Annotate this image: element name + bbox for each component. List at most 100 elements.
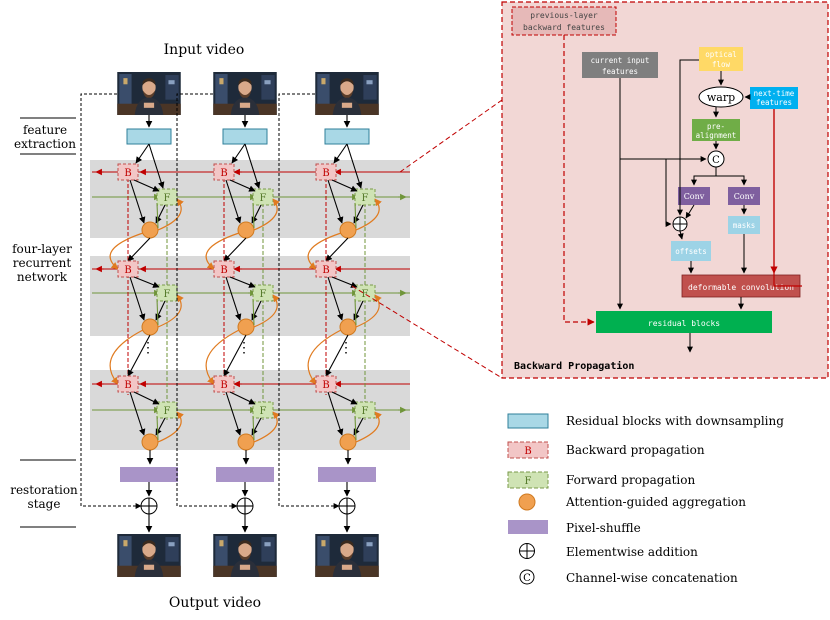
aggregation-forward-curve [253,198,280,231]
forward-block-label: F [164,406,171,417]
backward-block-label: B [322,168,329,179]
backward-to-forward [331,391,358,405]
forward-block [156,188,178,206]
aggregation-to-next-backward [223,237,247,262]
aggregation-forward-curve [157,411,184,443]
backward-block-label: B [322,265,329,276]
optical-flow-text-1: optical [705,50,737,59]
backward-to-forward [133,391,160,405]
backward-block [213,260,235,278]
forward-block-label: F [164,193,171,204]
offsets-text: offsets [675,247,707,256]
attention-aggregation-node [141,221,159,239]
attention-aggregation-node [339,318,357,336]
optical-flow-text-2: flow [712,60,731,69]
aggregation-feedback-curve [205,329,240,385]
legend-attention-swatch [518,493,536,511]
backward-to-aggregation [225,391,242,436]
legend-backward-text: Backward propagation [566,443,705,457]
backward-to-aggregation [327,179,344,224]
input-frame-1 [117,72,181,115]
forward-block-label: F [164,289,171,300]
warp-node [698,86,744,108]
backward-block [315,375,337,393]
skip-connection-3 [278,93,340,509]
backward-block [213,375,235,393]
forward-block [252,284,274,302]
aggregation-forward-curve [355,411,382,443]
backward-block-label: B [124,380,131,391]
legend-elementwise-text: Elementwise addition [566,545,698,559]
aggregation-to-next-backward [223,334,247,377]
offsets-box [671,241,711,261]
feature-to-backward [231,143,246,164]
label-recurrent: recurrent [13,256,72,270]
aggregation-forward-curve [157,198,184,231]
previous-layer-box [511,6,617,36]
backward-propagation-panel: previous-layer backward features current… [501,1,829,379]
label-stage: stage [28,497,61,511]
backward-block [117,260,139,278]
backward-to-forward [229,391,256,405]
panel-arrows [617,59,751,353]
next-time-text-1: next-time [754,89,795,98]
forward-diagonal [252,298,255,326]
backward-block [117,163,139,181]
aggregation-forward-curve [355,294,382,328]
forward-block [354,401,376,419]
pre-alignment-text-1: pre- [707,122,725,131]
forward-block-label: F [260,406,267,417]
current-input-text-1: current input [591,56,650,65]
forward-diagonal [156,298,159,326]
aggregation-to-next-backward [127,237,151,262]
skip-connection-1 [80,93,142,509]
output-video-title: Output video [169,595,261,611]
legend-forward-swatch [507,471,549,489]
optical-flow-box [699,47,743,71]
backward-block-label: B [124,265,131,276]
pixel-shuffle-block-2 [216,467,274,482]
legend-concat-icon [519,569,535,585]
pre-alignment-box [692,119,740,141]
label-restoration: restoration [10,483,78,497]
backward-to-aggregation [129,391,146,436]
conv-left-text: Conv [684,192,705,201]
legend-attention-text: Attention-guided aggregation [565,495,746,509]
previous-layer-red-path [563,35,595,326]
attention-aggregation-node [141,318,159,336]
backward-to-forward [229,179,256,192]
legend-backward-swatch [507,441,549,459]
feature-to-backward [333,143,348,164]
ellipsis-mark: ⋮ [141,340,155,356]
legend-add-icon [519,543,535,559]
aggregation-to-next-backward [325,237,349,262]
residual-blocks-box [596,311,772,333]
backward-to-aggregation [225,276,242,321]
output-frame-3 [315,534,379,577]
output-frame-2 [213,534,277,577]
forward-block [252,188,274,206]
forward-block-label: F [260,193,267,204]
pre-alignment-text-2: alignment [696,131,737,140]
main-network: Input video Output video feature extract… [10,42,410,611]
legend-concat-text: Channel-wise concatenation [566,571,738,585]
forward-block-label: F [362,193,369,204]
attention-aggregation-node [141,433,159,451]
backward-to-forward [331,276,358,288]
warp-text: warp [707,91,735,104]
backward-to-aggregation [225,179,242,224]
feature-extraction-block-2 [222,128,268,145]
input-frame-2 [213,72,277,115]
backward-to-aggregation [129,179,146,224]
label-network: network [17,270,68,284]
zoom-line-top [399,99,503,173]
backward-to-forward [229,276,256,288]
aggregation-feedback-curve [205,232,240,270]
aggregation-feedback-curve [109,329,144,385]
forward-block [354,284,376,302]
backward-to-aggregation [327,391,344,436]
legend-forward-text: Forward propagation [566,473,695,487]
